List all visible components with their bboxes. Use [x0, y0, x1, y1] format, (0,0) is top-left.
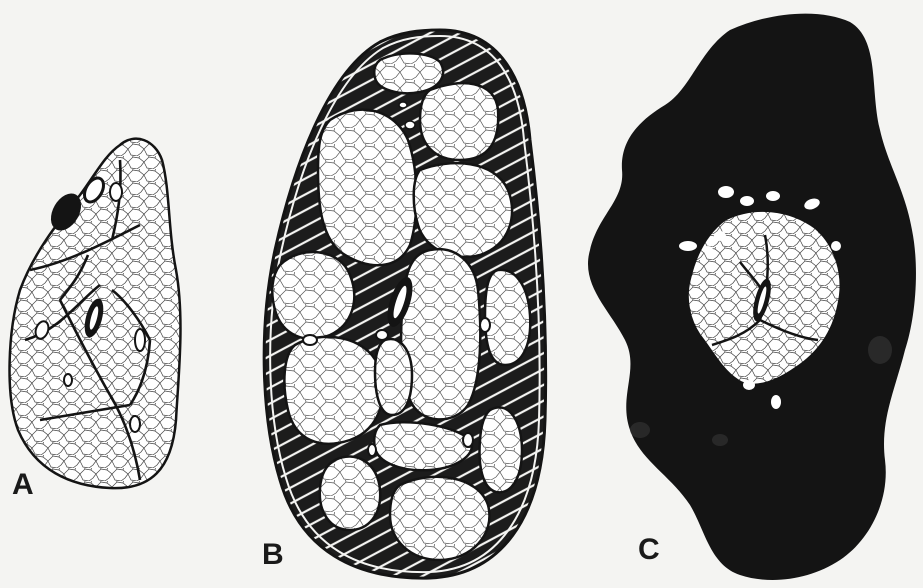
fascicle [272, 252, 354, 339]
fascicle [374, 53, 443, 93]
fascicle [375, 339, 412, 415]
fascicle [320, 457, 380, 530]
panel-label-b: B [262, 540, 284, 570]
fascicle [318, 110, 417, 266]
fascicle [480, 407, 522, 492]
panel-label-c: C [638, 535, 660, 565]
panel-c-nerve [588, 14, 916, 580]
panel-b-nerve [264, 30, 545, 578]
panel-label-a: A [12, 470, 34, 500]
fascicle [401, 249, 480, 419]
panel-a-nerve [10, 139, 181, 488]
fascicle [420, 83, 498, 160]
fascicle [414, 163, 512, 257]
fascicle [284, 337, 383, 444]
fascicle [390, 477, 489, 560]
